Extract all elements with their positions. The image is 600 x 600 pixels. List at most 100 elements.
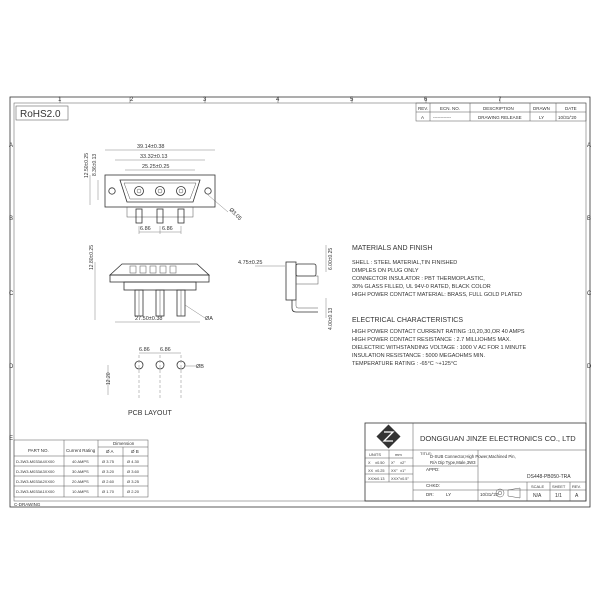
zone-number-3: 3 (203, 97, 207, 103)
parts-row-2-b: Ø 3.60 (127, 469, 140, 474)
parts-header-partno: PART NO. (28, 448, 49, 453)
sheet-label: SHEET (552, 484, 566, 489)
tol-row-1-v: ±0.50 (375, 461, 384, 465)
parts-header-current: Current Rating (66, 448, 96, 453)
part-number: DS448-PB050-TRA (527, 474, 571, 480)
materials-line-1: SHELL : STEEL MATERIAL,TIN FINISHED (352, 260, 457, 266)
parts-row-2-partno: D-3W3-M033A3XX00 (16, 469, 55, 474)
dim-pitch-b: 6.86 (162, 226, 173, 232)
zone-letter-a: A (9, 143, 13, 149)
zone-number-5: 5 (350, 97, 354, 103)
tol-row-3-v: ±0.13 (375, 477, 384, 481)
materials-heading: MATERIALS AND FINISH (352, 245, 432, 252)
zone-number-4: 4 (276, 97, 280, 103)
title-block: DONGGUAN JINZE ELECTRONICS CO., LTD UNIT… (364, 422, 587, 502)
contact-1 (134, 186, 144, 196)
rev-value: A (575, 493, 579, 499)
parts-row-3-b: Ø 3.25 (127, 479, 140, 484)
title-label: TITLE: (420, 451, 432, 456)
rev-header-drawn: DRAWN (533, 106, 550, 111)
zone-letter-c-right: C (587, 291, 592, 297)
tol-row-2-a: XX° (391, 469, 398, 473)
rev-label: REV. (572, 484, 581, 489)
label-pcb-hole-b: ØB (196, 364, 204, 370)
electrical-line-5: TEMPERATURE RATING : -65°C ~+125°C (352, 361, 457, 367)
contact-3 (176, 186, 186, 196)
dim-front-width: 27.50±0.38 (135, 316, 163, 322)
pcb-dim-b: 6.86 (160, 347, 171, 353)
zone-number-7: 7 (498, 97, 502, 103)
tol-row-2-x: XX (368, 469, 374, 473)
pin-1 (135, 208, 143, 224)
rev-value-rev: A (421, 115, 424, 120)
electrical-heading: ELECTRICAL CHARACTERISTICS (352, 317, 463, 324)
dim-height-inner: 8.36±0.13 (92, 154, 98, 176)
parts-header-a: Ø A (106, 449, 114, 454)
rev-header-description: DESCRIPTION (483, 106, 514, 111)
rohs-box (15, 105, 69, 121)
electrical-line-1: HIGH POWER CONTACT CURRENT RATING :10,20… (352, 329, 525, 335)
dr-label: DR: (426, 492, 434, 497)
tol-row-3-a: XXX° (391, 477, 401, 481)
parts-row-3-current: 20 AMPS (72, 479, 89, 484)
mounting-hole-right (204, 187, 212, 195)
inner-frame (13, 102, 587, 502)
appd-label: APPD: (426, 467, 440, 472)
parts-row-4-b: Ø 2.20 (127, 489, 140, 494)
tol-row-1-x: X (368, 461, 371, 465)
dim-mid-width: 33.32±0.13 (140, 154, 168, 160)
electrical-line-4: INSULATION RESISTANCE : 5000 MEGAOHMS MI… (352, 353, 486, 359)
dr-value: LY (446, 492, 451, 497)
sheet-value: 1/1 (555, 493, 562, 499)
rev-value-drawn: LY (539, 115, 544, 120)
top-zone-markers: 1 2 3 4 5 6 7 (58, 97, 502, 103)
front-shell-top (108, 263, 211, 276)
rev-value-description: DRAWING RELEASE (478, 115, 522, 120)
pcb-layout: 6.86 6.86 12.20 ØB PCB LAYOUT (106, 347, 204, 417)
materials-line-4: 30% GLASS FILLED, UL 94V-0 RATED, BLACK … (352, 284, 491, 290)
rev-value-ecn: ------------ (433, 115, 451, 120)
parts-row-1-b: Ø 4.30 (127, 459, 140, 464)
dim-side-left: 4.75±0.25 (238, 260, 262, 266)
company-logo (376, 424, 401, 449)
rev-header-ecn: ECN. NO. (440, 106, 460, 111)
parts-row-2-a: Ø 3.20 (102, 469, 115, 474)
scale-label: SCALE (531, 484, 544, 489)
tol-row-2-av: ±1° (400, 469, 406, 473)
chkd-label: CHKD: (426, 483, 440, 488)
pin-3 (177, 208, 185, 224)
parts-row-1-current: 40 AMPS (72, 459, 89, 464)
pcb-dim-a: 6.86 (139, 347, 150, 353)
electrical-line-3: DIELECTRIC WITHSTANDING VOLTAGE : 1000 V… (352, 345, 527, 351)
dim-front-height: 12.80±0.25 (89, 245, 95, 270)
units-value: mm (395, 452, 402, 457)
contact-2 (155, 186, 165, 196)
materials-line-3: CONNECTOR INSULATOR : PBT THERMOPLASTIC, (352, 276, 485, 282)
electrical-line-2: HIGH POWER CONTACT RESISTANCE : 2.7 MILL… (352, 337, 511, 343)
company-name: DONGGUAN JINZE ELECTRONICS CO., LTD (420, 434, 576, 443)
title-line-2: R/A Dip Type,Male,3W3 (430, 460, 476, 465)
tol-row-3-av: ±0.5° (400, 477, 409, 481)
dim-overall-width: 39.14±0.38 (137, 144, 165, 150)
zone-number-1: 1 (58, 97, 62, 103)
parts-row-3-partno: D-3W3-M033A2XX00 (16, 479, 55, 484)
parts-row-4-partno: D-3W3-M033A1XX00 (16, 489, 55, 494)
tol-row-3-x: XXX (368, 477, 376, 481)
zone-number-6: 6 (424, 97, 428, 103)
zone-letter-d: D (9, 364, 14, 370)
zone-letter-d-right: D (587, 364, 592, 370)
dim-pitch-a: 6.86 (140, 226, 151, 232)
dim-mounting-hole: Ø3.05 (228, 207, 243, 222)
electrical-notes: ELECTRICAL CHARACTERISTICS HIGH POWER CO… (352, 317, 527, 367)
mounting-hole-left (108, 187, 116, 195)
zone-letter-a-right: A (587, 143, 591, 149)
materials-line-5: HIGH POWER CONTACT MATERIAL: BRASS, FULL… (352, 292, 522, 298)
front-view: 12.80±0.25 27.50±0.38 ØA (89, 245, 213, 323)
outer-frame (9, 96, 591, 508)
parts-row-3-a: Ø 2.60 (102, 479, 115, 484)
footer-note: C-DRAWING (14, 502, 41, 507)
parts-row-4-current: 10 AMPS (72, 489, 89, 494)
title-line-1: D-SUB Connector,High Power,Machined Pin, (430, 454, 516, 459)
materials-notes: MATERIALS AND FINISH SHELL : STEEL MATER… (352, 245, 522, 298)
label-pin-diameter-a: ØA (205, 316, 213, 322)
